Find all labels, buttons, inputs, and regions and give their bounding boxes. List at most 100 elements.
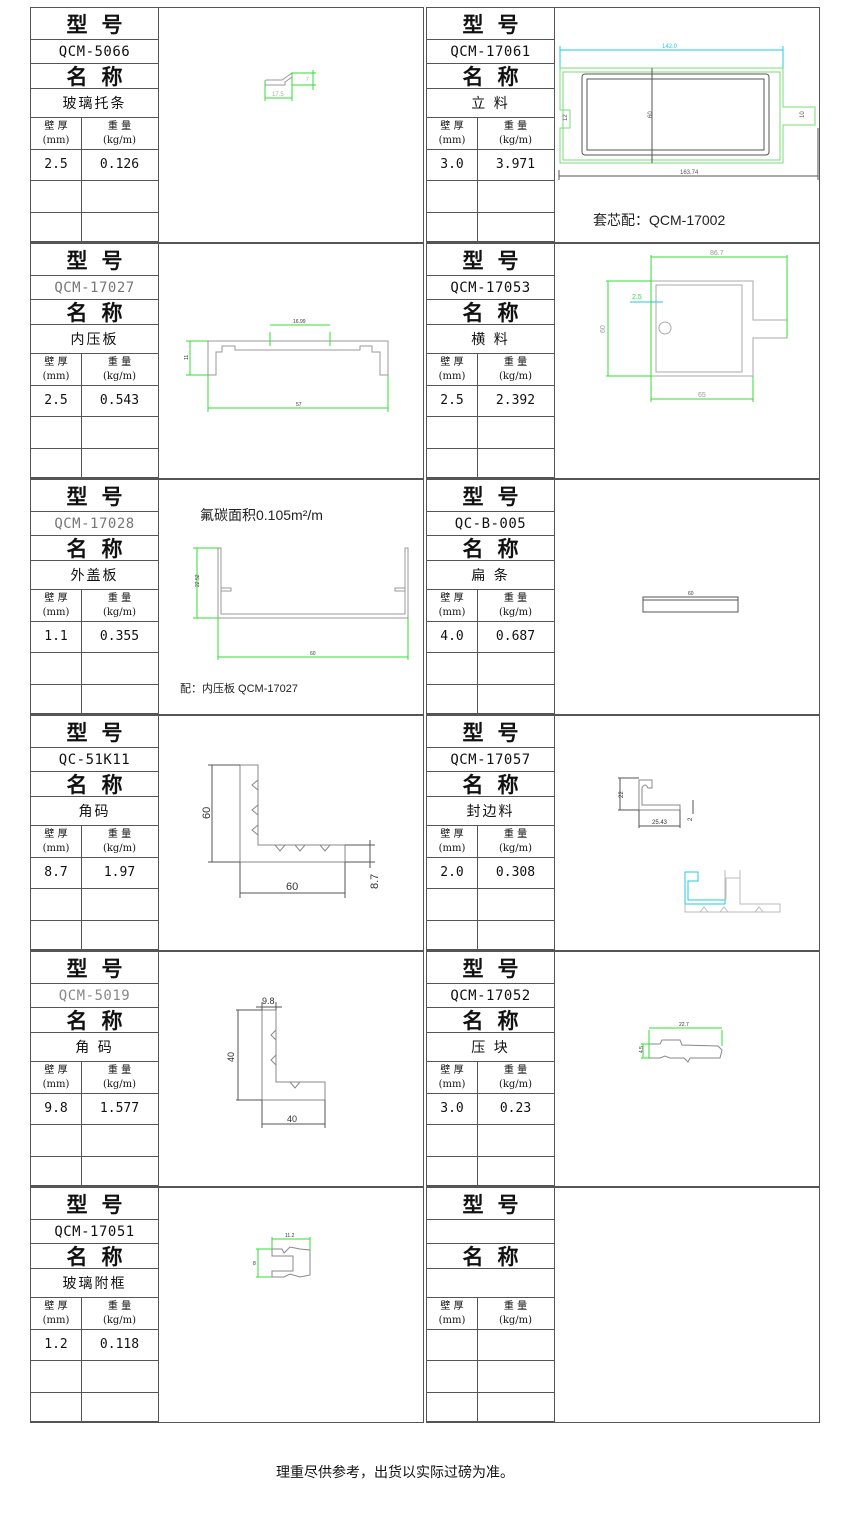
model-value: QC-51K11 xyxy=(31,748,158,772)
model-header: 型号 xyxy=(31,8,158,40)
weight-label: 重 量 xyxy=(107,356,132,368)
dim-height: 11 xyxy=(184,355,190,360)
wall-thickness-label: 壁 厚 xyxy=(440,120,464,132)
wall-thickness-label: 壁 厚 xyxy=(44,592,68,604)
wall-thickness-value: 2.0 xyxy=(440,865,464,880)
wall-thickness-unit: (mm) xyxy=(42,1078,70,1090)
dim-thickness: 2 xyxy=(688,817,694,821)
dim-height: 60 xyxy=(201,807,213,819)
weight-label: 重 量 xyxy=(503,828,528,840)
column-divider xyxy=(477,118,478,242)
weight-value: 2.392 xyxy=(495,393,536,408)
weight-label: 重 量 xyxy=(503,1064,528,1076)
profile-info: 型号名称壁 厚(mm)重 量(kg/m) xyxy=(427,1188,555,1422)
wall-thickness-label: 壁 厚 xyxy=(44,356,68,368)
empty-row xyxy=(31,1393,158,1422)
wall-thickness-value: 3.0 xyxy=(440,1101,464,1116)
dim-top: 86.7 xyxy=(710,250,724,257)
wall-thickness-label: 壁 厚 xyxy=(44,1064,68,1076)
dim-thickness: 8.7 xyxy=(369,874,381,889)
weight-unit: (kg/m) xyxy=(102,1078,137,1090)
weight-unit: (kg/m) xyxy=(498,370,533,382)
name-header: 名称 xyxy=(31,1008,158,1033)
weight-unit: (kg/m) xyxy=(102,1314,137,1326)
dim-bottom: 60 xyxy=(310,651,316,657)
wall-thickness-unit: (mm) xyxy=(42,1314,70,1326)
weight-label: 重 量 xyxy=(107,120,132,132)
model-value: QCM-17028 xyxy=(31,512,158,536)
core-note: 套芯配：QCM-17002 xyxy=(593,212,725,228)
wall-thickness-unit: (mm) xyxy=(438,134,466,146)
column-divider xyxy=(81,118,82,242)
spec-values: 2.0 0.308 xyxy=(427,858,554,889)
weight-value: 0.308 xyxy=(495,865,536,880)
fluorocarbon-area-note: 氟碳面积0.105m²/m xyxy=(200,507,323,523)
model-value: QCM-17053 xyxy=(427,276,554,300)
spec-header: 壁 厚(mm)重 量(kg/m) xyxy=(31,354,158,386)
empty-row xyxy=(31,417,158,449)
empty-row xyxy=(31,921,158,950)
weight-label: 重 量 xyxy=(107,1300,132,1312)
wall-thickness-unit: (mm) xyxy=(42,606,70,618)
wall-thickness-label: 壁 厚 xyxy=(440,592,464,604)
dim-width: 11.2 xyxy=(285,1233,295,1239)
empty-row xyxy=(427,417,554,449)
weight-unit: (kg/m) xyxy=(102,134,137,146)
dim-thickness: 2.5 xyxy=(632,294,642,301)
empty-row xyxy=(427,1125,554,1157)
weight-label: 重 量 xyxy=(503,592,528,604)
empty-row xyxy=(31,1157,158,1186)
spec-header: 壁 厚(mm)重 量(kg/m) xyxy=(31,590,158,622)
wall-thickness-unit: (mm) xyxy=(438,1078,466,1090)
empty-row xyxy=(427,685,554,714)
drawing-qcm-17061: 142.0 60 12 10 163.74 套芯配：QCM-17002 xyxy=(558,44,819,228)
name-header: 名称 xyxy=(427,536,554,561)
weight-value: 0.23 xyxy=(499,1101,532,1116)
wall-thickness-label: 壁 厚 xyxy=(440,1300,464,1312)
dim-height: 60 xyxy=(648,111,654,118)
wall-thickness-unit: (mm) xyxy=(438,370,466,382)
empty-row xyxy=(427,1393,554,1422)
model-value: QC-B-005 xyxy=(427,512,554,536)
name-header: 名称 xyxy=(427,300,554,325)
dim-left: 12 xyxy=(563,114,569,121)
drawing-qcm-5019: 9.8 40 40 xyxy=(226,996,326,1128)
empty-row xyxy=(427,1157,554,1186)
column-divider xyxy=(81,1298,82,1422)
dim-right: 10 xyxy=(800,111,806,118)
weight-value: 0.126 xyxy=(99,157,140,172)
wall-thickness-value: 3.0 xyxy=(440,157,464,172)
dim-width: 22.7 xyxy=(679,1022,689,1028)
model-value: QCM-17061 xyxy=(427,40,554,64)
name-header: 名称 xyxy=(427,1008,554,1033)
spec-header: 壁 厚(mm)重 量(kg/m) xyxy=(427,354,554,386)
model-value xyxy=(427,1220,554,1244)
model-value: QCM-17052 xyxy=(427,984,554,1008)
empty-row xyxy=(31,685,158,714)
spec-header: 壁 厚(mm)重 量(kg/m) xyxy=(31,1298,158,1330)
column-divider xyxy=(81,590,82,714)
drawing-qcm-5066: 17.5 7 xyxy=(264,70,316,101)
wall-thickness-label: 壁 厚 xyxy=(440,1064,464,1076)
dim-height: 7 xyxy=(306,77,309,83)
weight-label: 重 量 xyxy=(503,1300,528,1312)
name-value: 玻璃附框 xyxy=(31,1269,158,1298)
wall-thickness-value: 2.5 xyxy=(44,393,68,408)
name-header: 名称 xyxy=(31,1244,158,1269)
drawing-qcm-17053: 86.7 2.5 60 65 xyxy=(600,250,788,402)
wall-thickness-value: 2.5 xyxy=(440,393,464,408)
dim-height: 8 xyxy=(253,1261,256,1267)
name-value: 封边料 xyxy=(427,797,554,826)
